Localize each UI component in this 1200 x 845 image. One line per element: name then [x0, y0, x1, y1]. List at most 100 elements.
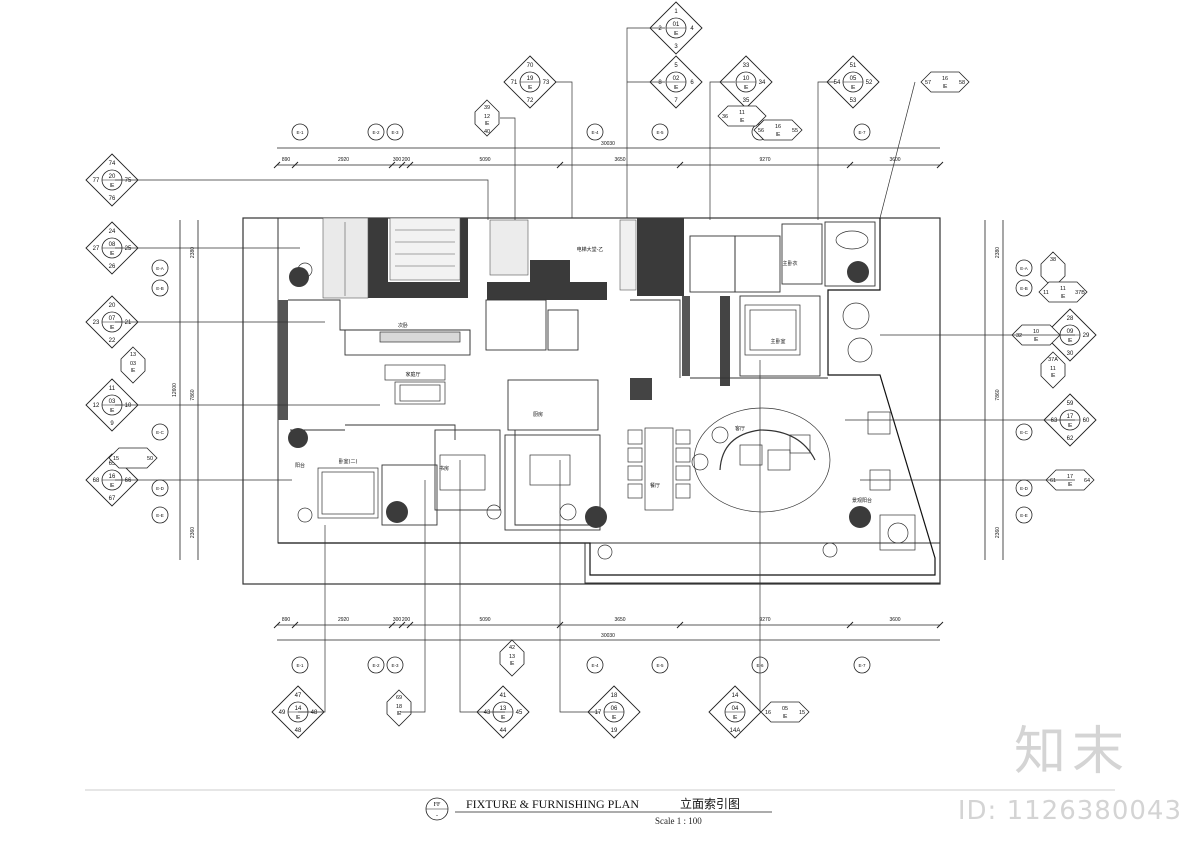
tag-north: 70	[527, 63, 534, 69]
tag-sheet: IE	[612, 715, 617, 721]
tag-north: 5	[674, 63, 678, 69]
side-tag-sheet: IE	[1068, 482, 1073, 488]
grid-bubble-left	[151, 506, 169, 524]
small-tag-shape	[474, 99, 500, 137]
tag-west: 2	[658, 26, 662, 32]
leader-lines	[115, 27, 1075, 713]
tag-south: 30	[1067, 351, 1074, 357]
grid-label-left: E-C	[156, 430, 165, 435]
tag-sheet: IE	[110, 483, 115, 489]
tag-sheet: IE	[1068, 423, 1073, 429]
dim-left-value: 2360	[190, 527, 196, 538]
dim-overall-bottom: 30030	[601, 633, 615, 639]
tag-west: 63	[1051, 418, 1058, 424]
room-label: 客厅	[735, 425, 745, 432]
grid-bubble-bottom	[586, 656, 604, 674]
room-labels: 电梯大堂-乙主卧室家庭厅卧室(二)客厅餐厅厨房阳台书房主卧衣次卧景观阳台	[295, 246, 872, 504]
dim-top-value: 300	[393, 157, 402, 163]
side-tag-left: 57	[925, 80, 931, 86]
small-tag-mid: 13	[509, 654, 515, 660]
room-label: 电梯大堂-乙	[577, 246, 604, 253]
side-tag-mid: 11	[739, 110, 745, 116]
tag-center-number: 16	[109, 474, 116, 480]
tag-sheet: IE	[1068, 338, 1073, 344]
tag-north: 14	[732, 693, 739, 699]
tag-east: 45	[516, 710, 523, 716]
side-tag-shape	[717, 105, 767, 127]
grid-label-top: E-4	[591, 130, 599, 135]
small-tag-shape	[499, 639, 525, 677]
grid-bubble-right	[1015, 259, 1033, 277]
tag-east: 66	[125, 478, 132, 484]
room-label: 主卧衣	[782, 260, 797, 267]
tag-south: 62	[1067, 436, 1074, 442]
grid-label-right: E-A	[1020, 266, 1028, 271]
dim-left-total: 12600	[172, 383, 178, 397]
small-tag-top: 38	[1050, 257, 1056, 263]
dim-bottom-value: 3650	[614, 617, 625, 623]
tag-west: 17	[595, 710, 602, 716]
tag-east: 6	[690, 80, 694, 86]
tag-north: 18	[611, 693, 618, 699]
tag-center-number: 13	[500, 706, 507, 712]
room-label: 卧室(二)	[339, 458, 358, 465]
tag-west: 43	[484, 710, 491, 716]
tag-sheet: IE	[296, 715, 301, 721]
dim-bottom-value: 2920	[338, 617, 349, 623]
grid-label-bottom: E-3	[391, 663, 399, 668]
side-tag-left: 16	[765, 710, 771, 716]
side-tag-shape	[1038, 281, 1088, 303]
small-tag-sheet: IE	[485, 121, 490, 127]
dim-top-value: 890	[282, 157, 291, 163]
dim-bottom-value: 200	[402, 617, 411, 623]
dim-tick	[273, 621, 281, 629]
grid-label-bottom: E-4	[591, 663, 599, 668]
grid-bubble-bottom	[291, 656, 309, 674]
grid-label-bottom: E-7	[858, 663, 866, 668]
tag-south: 53	[850, 98, 857, 104]
grid-bubble-bottom	[853, 656, 871, 674]
tag-south: 22	[109, 338, 116, 344]
tag-center-number: 10	[743, 76, 750, 82]
side-tag-right: 64	[1084, 478, 1090, 484]
dim-bottom-value: 300	[393, 617, 402, 623]
small-tag-top: 69	[396, 695, 402, 701]
plan-tag-top: FF	[434, 802, 441, 808]
dim-left-value: 7860	[190, 389, 196, 400]
tag-west: 23	[93, 320, 100, 326]
tag-west: 68	[93, 478, 100, 484]
grid-bubble-right	[1015, 506, 1033, 524]
side-tag-left: 15	[113, 456, 119, 462]
side-tag-sheet: IE	[783, 714, 788, 720]
watermark-id: ID: 1126380043	[957, 796, 1182, 826]
dim-bottom-value: 5090	[479, 617, 490, 623]
tag-sheet: IE	[851, 85, 856, 91]
plan-scale: Scale 1 : 100	[655, 816, 702, 826]
grid-label-bottom: E-2	[372, 663, 380, 668]
dim-tick	[406, 621, 414, 629]
tag-sheet: IE	[110, 325, 115, 331]
tag-south: 26	[109, 264, 116, 270]
grid-label-right: E-B	[1020, 286, 1028, 291]
tag-sheet: IE	[733, 715, 738, 721]
side-tag-mid: 16	[942, 76, 948, 82]
side-tag-shape	[108, 447, 158, 469]
dim-tick	[273, 161, 281, 169]
tag-east: 60	[1083, 418, 1090, 424]
tag-north: 1	[674, 9, 678, 15]
small-tag-mid: 11	[1050, 366, 1056, 372]
dim-right-value: 7860	[995, 389, 1001, 400]
grid-bubble-right	[1015, 423, 1033, 441]
plan-title-cn: 立面索引图	[680, 796, 740, 811]
dimension-lines	[179, 147, 1004, 641]
side-tag-right: 15	[799, 710, 805, 716]
